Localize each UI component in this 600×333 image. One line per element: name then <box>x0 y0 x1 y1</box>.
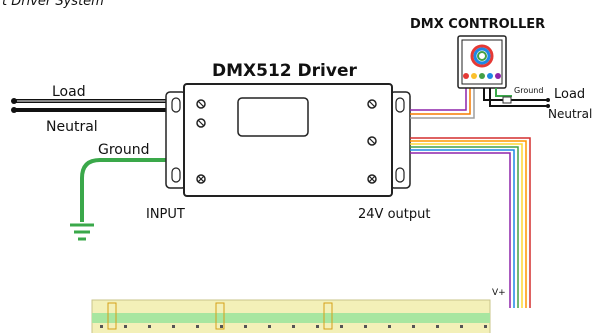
header-fragment: t Driver System <box>2 0 104 9</box>
controller-button <box>487 73 493 79</box>
ground-label-right: Ground <box>514 86 543 95</box>
controller-button <box>495 73 501 79</box>
controller-button <box>463 73 469 79</box>
input-label: INPUT <box>146 207 185 222</box>
driver-title: DMX512 Driver <box>212 61 357 81</box>
neutral-label-right: Neutral <box>548 107 592 121</box>
output-wire-bundle <box>410 137 531 308</box>
load-label-left: Load <box>52 84 86 100</box>
color-wheel-icon <box>470 44 494 68</box>
output-wire <box>410 137 531 308</box>
dmx-controller <box>457 35 507 89</box>
controller-buttons <box>463 73 501 79</box>
output-label: 24V output <box>358 207 430 222</box>
led-strip <box>91 299 491 333</box>
ground-label-left: Ground <box>98 142 150 158</box>
ground-symbol-icon <box>70 223 94 241</box>
output-wire <box>410 152 511 308</box>
output-wire <box>410 143 523 308</box>
controller-button <box>479 73 485 79</box>
output-wire <box>410 149 515 308</box>
vplus-label: V+ <box>492 288 506 298</box>
controller-signal-wires <box>410 88 475 119</box>
output-wire <box>410 146 519 308</box>
output-wire <box>410 140 527 308</box>
controller-button <box>471 73 477 79</box>
driver-box <box>165 83 411 197</box>
controller-title: DMX CONTROLLER <box>410 17 545 32</box>
controller-mains-wires <box>483 88 550 108</box>
ground-wire <box>80 158 168 222</box>
load-label-right: Load <box>554 87 585 102</box>
mains-input-wires <box>11 98 168 113</box>
neutral-label-left: Neutral <box>46 119 98 135</box>
